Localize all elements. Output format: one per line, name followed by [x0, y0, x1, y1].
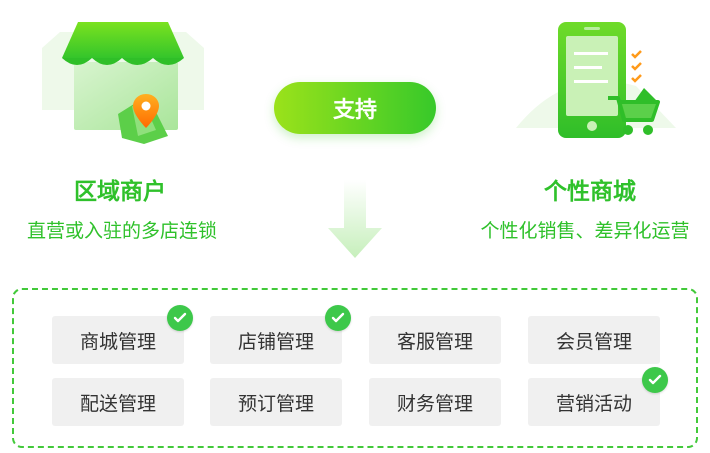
check-icon — [642, 367, 668, 393]
feature-chip[interactable]: 预订管理 — [210, 378, 342, 426]
features-panel: 商城管理 店铺管理 客服管理 会员管理 配送管理 预订管理 财务管理 营销活动 — [12, 288, 698, 448]
arrow-down-icon — [328, 180, 382, 258]
personal-mall-title: 个性商城 — [544, 179, 636, 205]
feature-chip[interactable]: 店铺管理 — [210, 316, 342, 364]
feature-chip[interactable]: 配送管理 — [52, 378, 184, 426]
feature-label: 客服管理 — [396, 330, 473, 353]
feature-chip[interactable]: 财务管理 — [369, 378, 501, 426]
mobile-shop-icon — [516, 22, 676, 138]
check-icon — [325, 305, 351, 331]
regional-merchant-title: 区域商户 — [74, 179, 166, 205]
feature-label: 店铺管理 — [237, 330, 314, 353]
feature-chip[interactable]: 会员管理 — [528, 316, 660, 364]
regional-merchant-subtitle: 直营或入驻的多店连锁 — [26, 220, 217, 242]
check-icon — [167, 305, 193, 331]
feature-label: 营销活动 — [555, 392, 632, 415]
feature-chip[interactable]: 营销活动 — [528, 378, 660, 426]
personal-mall-subtitle: 个性化销售、差异化运营 — [480, 220, 690, 242]
feature-label: 会员管理 — [555, 330, 632, 353]
storefront-icon — [42, 22, 204, 144]
feature-label: 商城管理 — [79, 330, 156, 353]
support-button[interactable]: 支持 — [274, 82, 436, 134]
feature-chip[interactable]: 客服管理 — [369, 316, 501, 364]
feature-chip[interactable]: 商城管理 — [52, 316, 184, 364]
feature-label: 预订管理 — [237, 392, 314, 415]
feature-label: 配送管理 — [79, 392, 156, 415]
feature-label: 财务管理 — [396, 392, 473, 415]
